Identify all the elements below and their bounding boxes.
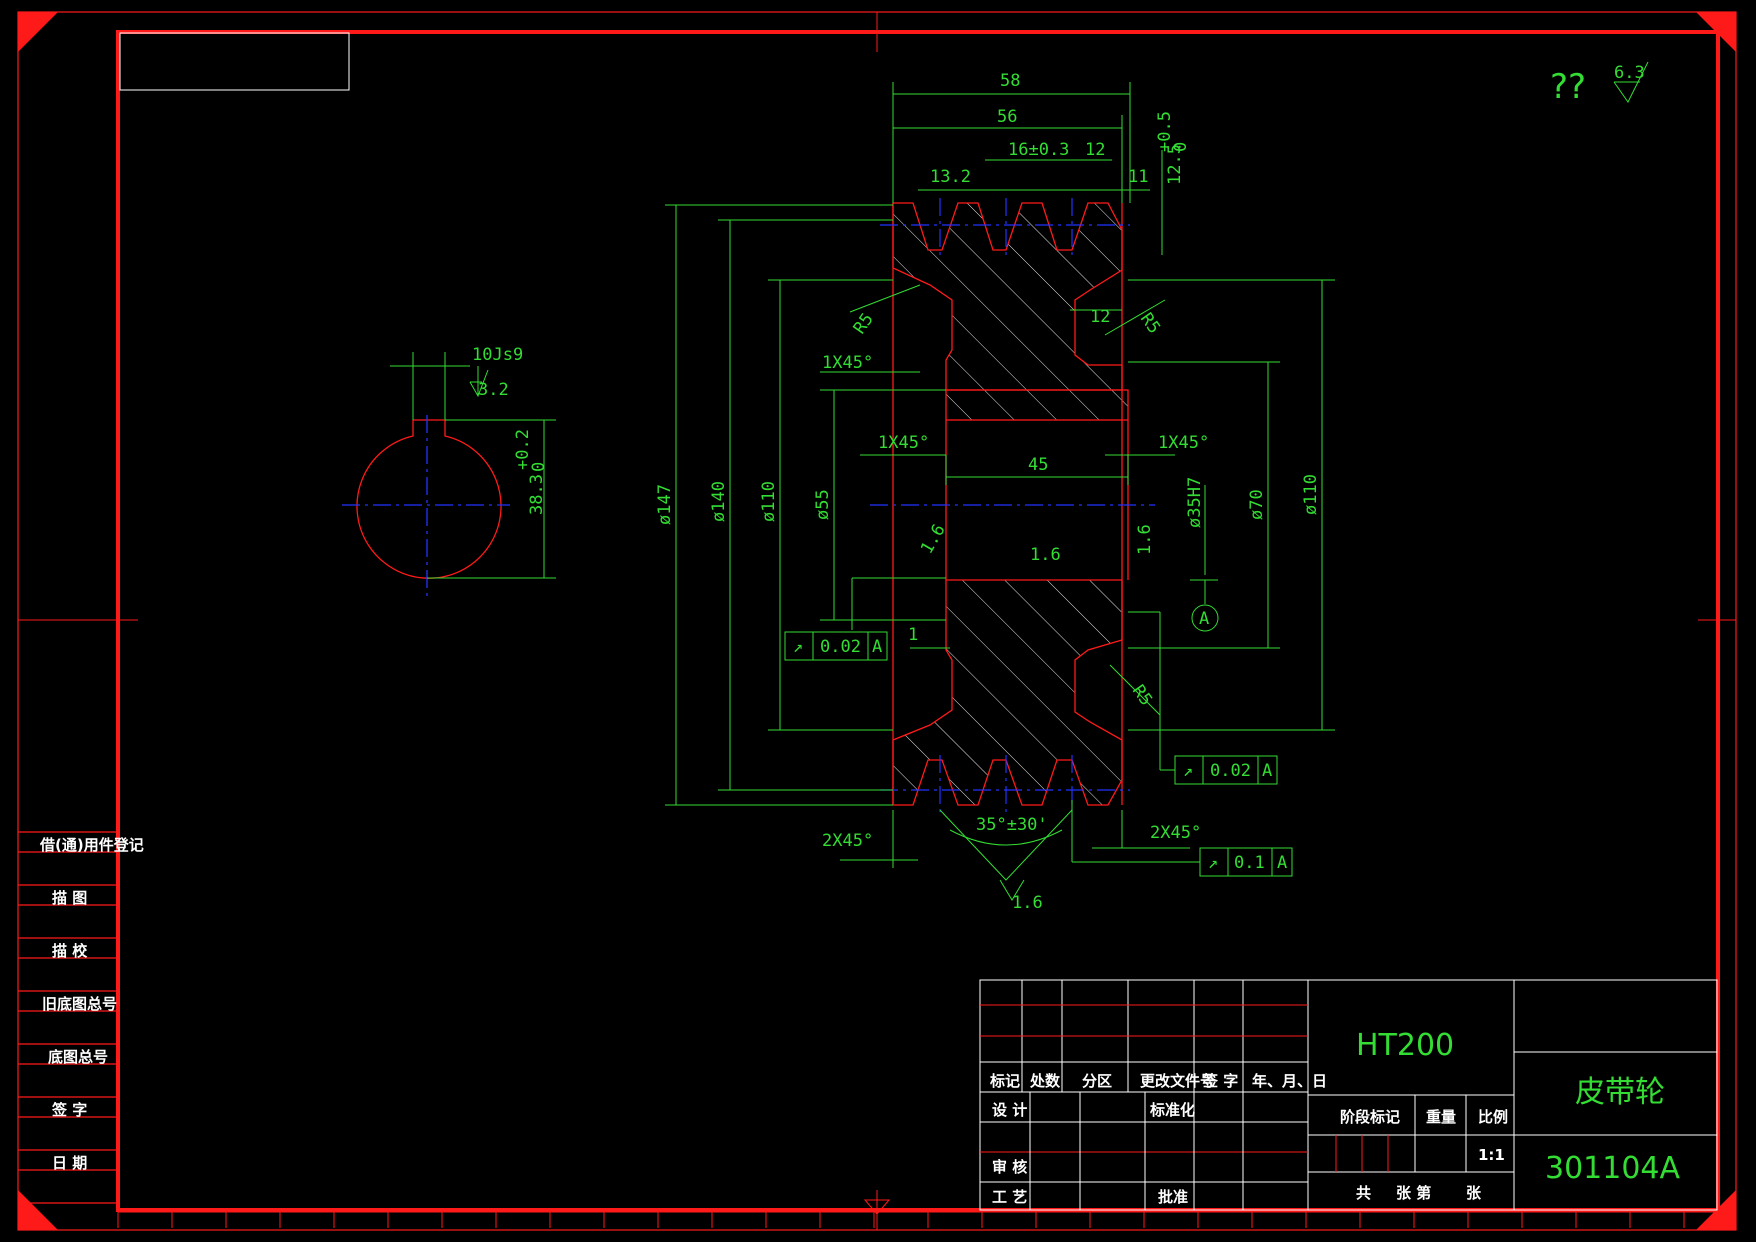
tb-ratio: 比例 — [1478, 1108, 1508, 1126]
left-item-2: 描 校 — [52, 942, 88, 960]
dim-r5-c: R5 — [1128, 681, 1156, 709]
tb-date-header: 年、月、日 — [1252, 1072, 1327, 1090]
dim-r5-b: R5 — [1136, 309, 1164, 337]
dim-dia-140: ø140 — [709, 481, 729, 522]
dim-58: 58 — [1000, 71, 1020, 91]
tol2-symbol: ↗ — [1183, 761, 1193, 781]
tb-approve: 批准 — [1158, 1188, 1188, 1206]
dim-ch-5: 2X45° — [1150, 823, 1201, 843]
roughness-b: 1.6 — [1030, 545, 1061, 565]
keyway-depth-tol-upper: +0.2 — [513, 429, 533, 470]
keyway-depth: 38.3 — [527, 474, 547, 515]
left-item-0: 借(通)用件登记 — [39, 836, 144, 854]
dim-45: 45 — [1028, 455, 1048, 475]
section-lower — [892, 579, 1123, 806]
dim-13-2: 13.2 — [930, 167, 971, 187]
dim-ch-4: 2X45° — [822, 831, 873, 851]
tolerance-frame-3: ↗ 0.1 A — [1199, 847, 1293, 877]
top-left-box — [119, 32, 350, 91]
dim-dia-110-left: ø110 — [759, 481, 779, 522]
dim-12-5: 12.5 — [1165, 144, 1185, 185]
dim-dia-55: ø55 — [813, 489, 833, 520]
tb-process: 工 艺 — [992, 1188, 1027, 1206]
centerlines — [870, 198, 1155, 812]
tb-standard: 标准化 — [1149, 1101, 1195, 1119]
inner-border — [116, 30, 1720, 1212]
dim-12b: 12 — [1090, 307, 1110, 327]
dim-12-5-tol-lower: 0 — [1171, 142, 1191, 152]
tb-doc-header: 更改文件号 — [1140, 1072, 1215, 1090]
dim-12-5-tol-upper: +0.5 — [1155, 111, 1175, 152]
tb-material: HT200 — [1356, 1028, 1454, 1063]
left-item-4: 底图总号 — [48, 1048, 108, 1066]
tb-sheets-total: 共 — [1356, 1184, 1371, 1202]
corner-mark — [1696, 12, 1736, 52]
corner-mark — [18, 12, 58, 52]
left-item-6: 日 期 — [52, 1154, 87, 1172]
corner-mark — [18, 1190, 58, 1230]
section-upper — [892, 202, 1123, 391]
dim-16: 16±0.3 — [1008, 140, 1069, 160]
tol2-value: 0.02 — [1210, 761, 1251, 781]
tb-review: 审 核 — [992, 1158, 1027, 1176]
dim-11: 11 — [1128, 167, 1148, 187]
keyway-roughness: 3.2 — [478, 380, 509, 400]
datum-a-label: A — [1199, 609, 1209, 629]
hub-upper — [945, 389, 1129, 421]
outer-border — [17, 11, 1737, 1231]
title-block-grid — [979, 979, 1718, 1211]
dim-56: 56 — [997, 107, 1017, 127]
tb-design: 设 计 — [992, 1101, 1027, 1119]
datum-a-marker — [1191, 604, 1219, 632]
section-outline — [892, 203, 1129, 805]
general-roughness-icon — [1613, 61, 1649, 103]
tolerance-frame-1: ↗ 0.02 A — [784, 631, 888, 661]
dim-dia-70: ø70 — [1247, 489, 1267, 520]
dim-angle: 35°±30' — [976, 815, 1048, 835]
tb-sheets-end: 张 — [1466, 1184, 1482, 1202]
dim-r5-a: R5 — [850, 310, 878, 338]
tol3-datum: A — [1277, 853, 1287, 873]
tol3-value: 0.1 — [1234, 853, 1265, 873]
roughness-c: 1.6 — [1135, 524, 1155, 555]
left-item-3: 旧底图总号 — [42, 995, 117, 1013]
tb-zone-header: 分区 — [1082, 1072, 1112, 1090]
general-roughness-prefix: ?? — [1550, 67, 1586, 107]
tol3-symbol: ↗ — [1208, 853, 1218, 873]
tb-scale: 1:1 — [1478, 1146, 1505, 1164]
bottom-ruler — [117, 1211, 1718, 1228]
tol1-datum: A — [872, 637, 882, 657]
tb-count-header: 处数 — [1029, 1072, 1061, 1090]
dim-dia-35: ø35H7 — [1185, 477, 1205, 528]
tol2-datum: A — [1262, 761, 1272, 781]
dim-ch-3: 1X45° — [1158, 433, 1209, 453]
dim-ch-1: 1X45° — [822, 353, 873, 373]
dim-dia-147: ø147 — [655, 484, 675, 525]
left-column-grid — [18, 831, 118, 1204]
left-item-5: 签 字 — [51, 1101, 87, 1119]
dim-1: 1 — [908, 625, 918, 645]
tb-mark-header: 标记 — [989, 1072, 1020, 1090]
tb-weight: 重量 — [1426, 1108, 1456, 1126]
tb-part-name: 皮带轮 — [1575, 1075, 1665, 1110]
roughness-a: 1.6 — [917, 521, 950, 558]
roughness-d: 1.6 — [1012, 893, 1043, 913]
left-item-1: 描 图 — [52, 889, 87, 907]
tb-sign-header: 签 字 — [1202, 1072, 1238, 1090]
dimension-lines — [665, 82, 1335, 901]
tol1-symbol: ↗ — [793, 637, 803, 657]
tol1-value: 0.02 — [820, 637, 861, 657]
tb-drawing-no: 301104A — [1545, 1151, 1681, 1186]
tb-stage-mark: 阶段标记 — [1340, 1108, 1400, 1126]
keyway-depth-tol-lower: 0 — [529, 462, 549, 472]
dim-12a: 12 — [1085, 140, 1105, 160]
dim-ch-2: 1X45° — [878, 433, 929, 453]
keyway-width: 10Js9 — [472, 345, 523, 365]
keyway-view — [342, 352, 556, 598]
tolerance-frame-2: ↗ 0.02 A — [1174, 755, 1278, 785]
dim-dia-110-right: ø110 — [1301, 474, 1321, 515]
tb-sheets-mid: 张 第 — [1396, 1184, 1431, 1202]
general-roughness-value: 6.3 — [1614, 63, 1645, 83]
